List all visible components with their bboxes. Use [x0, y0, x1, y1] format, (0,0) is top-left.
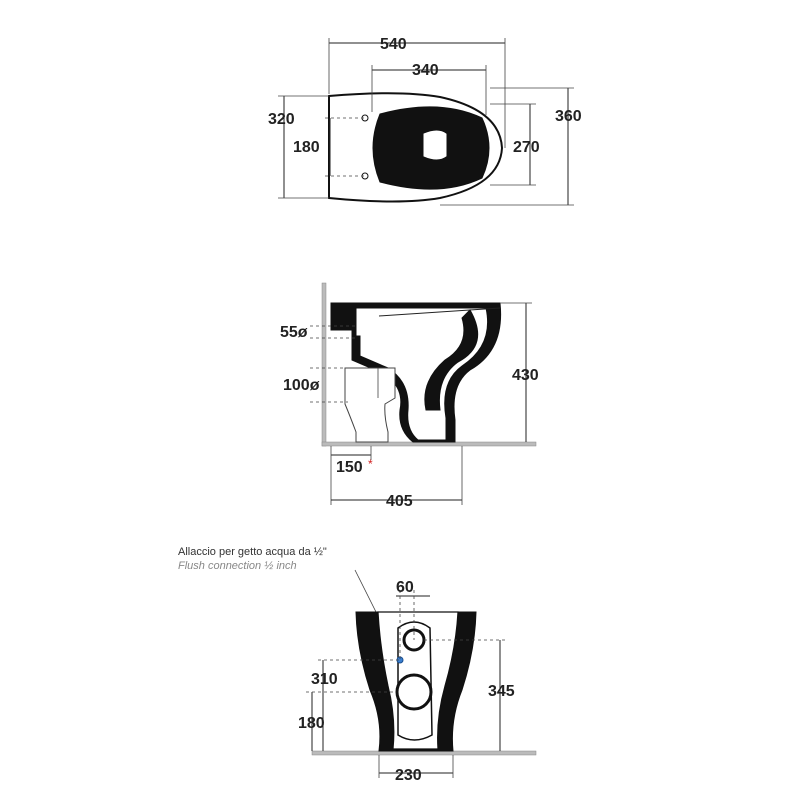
side-view-bowl-cavity	[355, 307, 489, 441]
dim-label-outlet-height: 180	[298, 715, 325, 732]
side-view-wall	[321, 282, 327, 447]
side-view-floor	[321, 441, 537, 447]
dim-label-left-inner: 180	[293, 139, 320, 156]
dim-label-left-outer: 320	[268, 111, 295, 128]
side-view-inner-trap	[424, 309, 479, 411]
dim-label-height: 430	[512, 367, 539, 384]
side-view-outlet-pipe	[344, 367, 396, 443]
side-view: 55ø 100ø 430 150 * 405	[280, 282, 539, 510]
outlet-offset-asterisk: *	[368, 457, 373, 471]
dim-label-outlet: 100ø	[283, 377, 320, 394]
dim-label-inlet-width: 60	[396, 579, 414, 596]
dim-label-inlet: 55ø	[280, 324, 308, 341]
dim-label-width-inner: 340	[412, 62, 439, 79]
dim-label-total-height: 345	[488, 683, 515, 700]
dim-label-outlet-offset: 150	[336, 459, 363, 476]
side-view-rim-line	[378, 307, 501, 317]
dim-label-depth-total: 360	[555, 108, 582, 125]
rear-view-outlet	[395, 673, 433, 711]
dim-label-width-total: 540	[380, 36, 407, 53]
rear-view: Allaccio per getto acqua da ½" Flush con…	[178, 546, 537, 784]
note-italian: Allaccio per getto acqua da ½"	[178, 546, 327, 558]
top-view: 540 340 360 270 320 180	[268, 36, 582, 206]
dim-label-depth: 405	[386, 493, 413, 510]
top-view-bowl-opening	[423, 130, 447, 160]
dim-label-inlet-height: 310	[311, 671, 338, 688]
dim-label-base-width: 230	[395, 767, 422, 784]
dim-label-depth-inner: 270	[513, 139, 540, 156]
rear-view-floor	[311, 750, 537, 756]
note-english: Flush connection ½ inch	[178, 560, 297, 572]
